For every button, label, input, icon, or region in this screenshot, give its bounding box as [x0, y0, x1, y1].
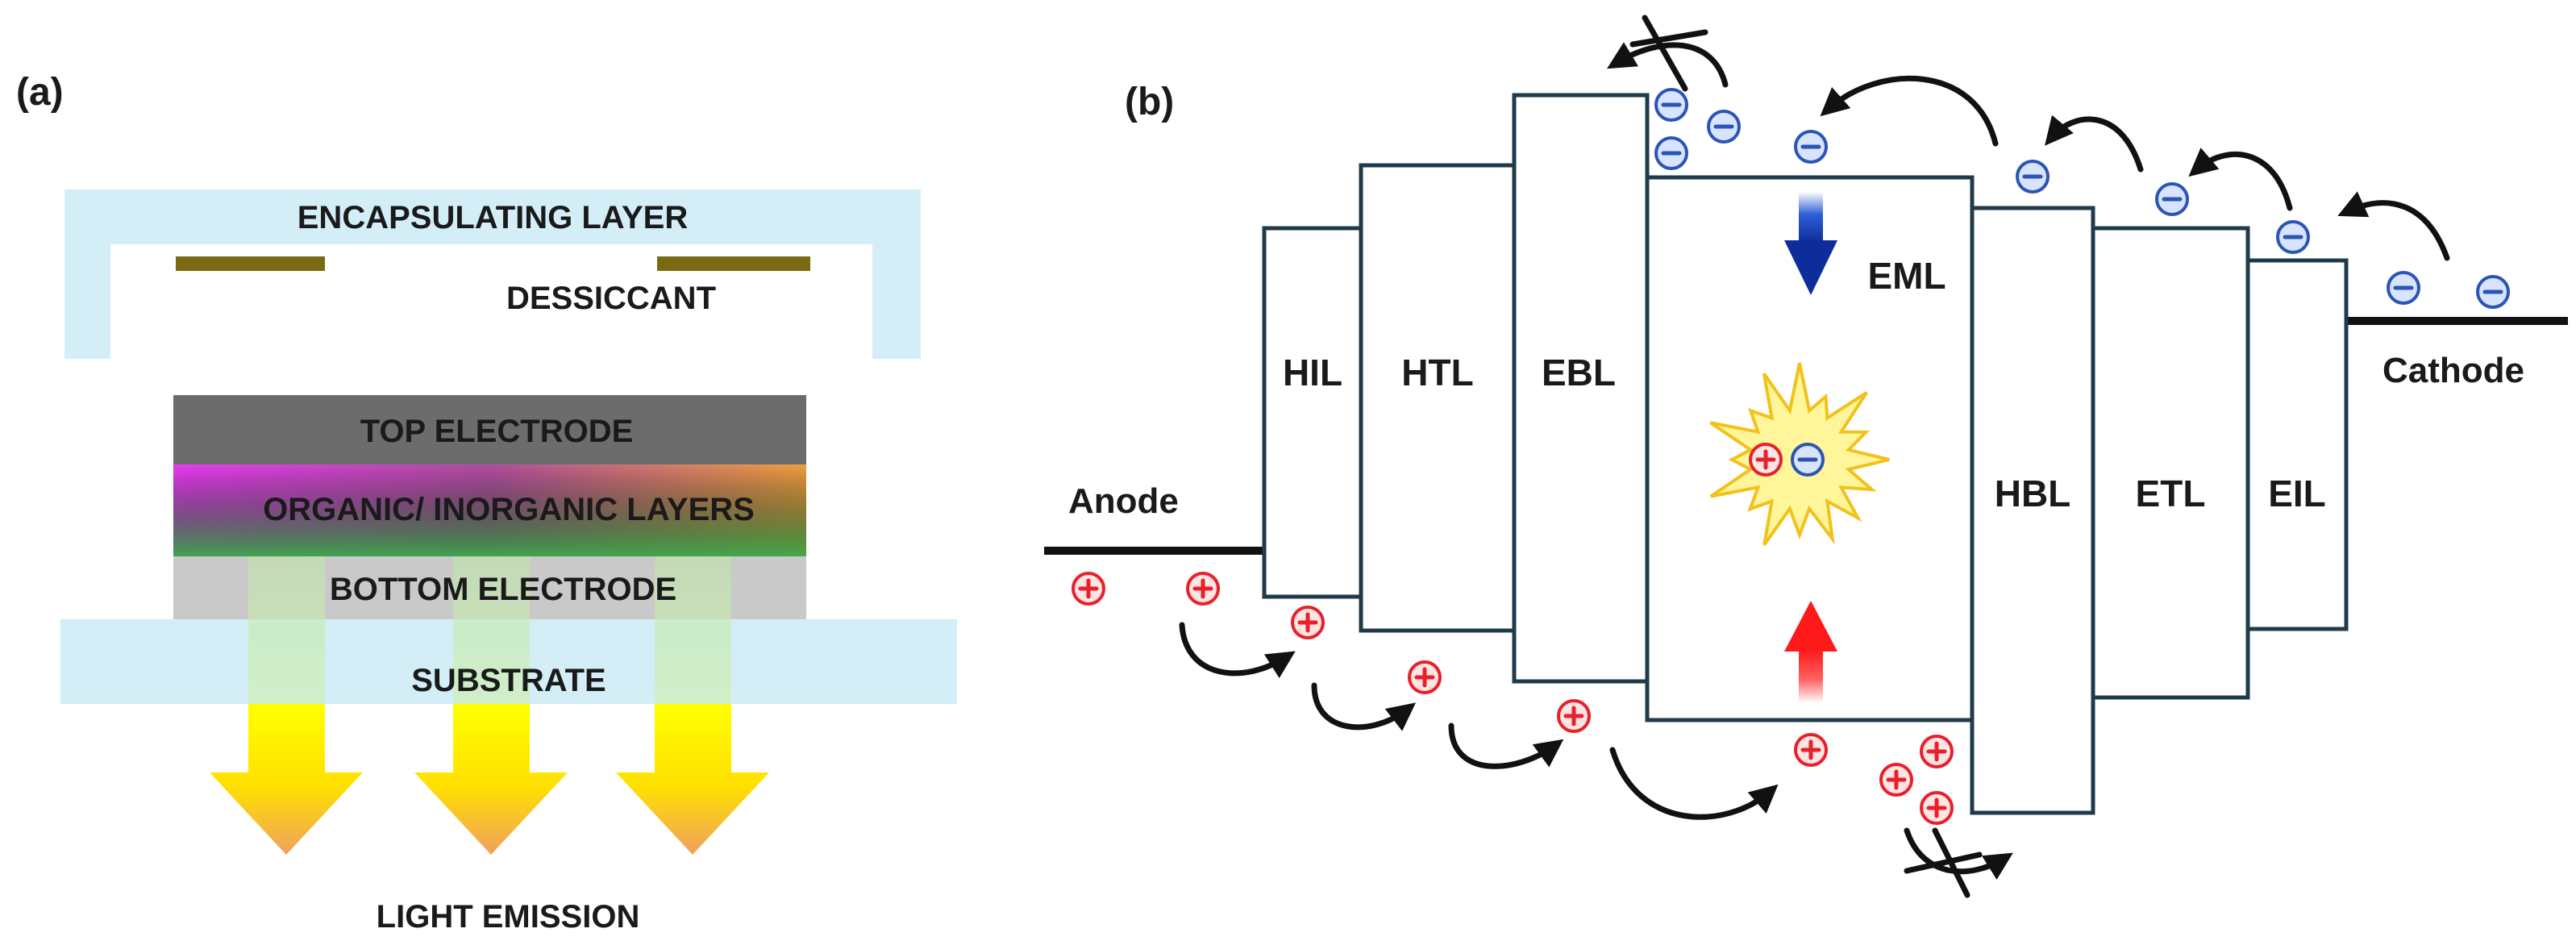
etl-band [2091, 226, 2250, 700]
electron-icon [2157, 184, 2187, 214]
hole-hop-arrows [1179, 622, 1779, 820]
hole-drift-arrow [1784, 601, 1837, 703]
top-electrode-label: TOP ELECTRODE [360, 414, 634, 449]
ebl-label: EBL [1542, 352, 1616, 393]
exciton-electron-icon [1792, 444, 1823, 475]
emission-arrow-3 [616, 704, 769, 855]
emission-arrow-2 [414, 704, 568, 855]
blocked-electron-arrow [1606, 15, 1729, 92]
hole-icon [1796, 735, 1826, 765]
bottom-electrode-label: BOTTOM ELECTRODE [330, 572, 676, 607]
cathode-label: Cathode [2382, 351, 2524, 390]
hole-icon [1292, 607, 1323, 638]
light-emission-label: LIGHT EMISSION [377, 899, 640, 935]
htl-label: HTL [1401, 352, 1473, 393]
electron-icon [1656, 138, 1687, 169]
substrate-label: SUBSTRATE [411, 663, 606, 698]
desiccant-right [657, 256, 810, 271]
hole-icon [1188, 573, 1218, 604]
blocked-hole-arrow [1904, 827, 2013, 898]
organic-layers-label: ORGANIC/ INORGANIC LAYERS [263, 492, 755, 527]
ebl-band [1512, 93, 1650, 684]
top-electrode [173, 395, 806, 464]
anode-label: Anode [1068, 481, 1179, 521]
electron-icon [2278, 222, 2308, 252]
eil-label: EIL [2268, 473, 2326, 514]
hole-icon [1881, 764, 1912, 795]
panel-a-label: (a) [16, 71, 64, 114]
desiccant-left [176, 256, 325, 271]
electron-icon [2388, 273, 2419, 303]
hole-icon [1559, 701, 1589, 731]
eil-band [2245, 258, 2349, 631]
hole-icon [1409, 662, 1440, 693]
hil-label: HIL [1283, 352, 1342, 393]
exciton-burst [1709, 362, 1890, 546]
hbl-band [1970, 206, 2095, 815]
electron-icon [1708, 111, 1739, 142]
etl-label: ETL [2136, 473, 2206, 514]
panel-b-label: (b) [1125, 81, 1174, 123]
encapsulating-layer [65, 189, 921, 359]
encapsulating-layer-label: ENCAPSULATING LAYER [298, 200, 689, 235]
electron-icon [1656, 90, 1687, 120]
electron-icon [1796, 131, 1826, 162]
emission-arrows [210, 704, 769, 855]
htl-band [1359, 163, 1517, 633]
emission-arrow-1 [210, 704, 363, 855]
electron-icon [2478, 277, 2508, 307]
electron-hop-arrows [1820, 75, 2450, 261]
hole-icon [1921, 793, 1952, 823]
hil-band [1262, 226, 1363, 599]
eml-label: EML [1867, 255, 1946, 297]
electron-icon [2017, 161, 2048, 192]
hole-icon [1921, 736, 1952, 767]
panel-a: (a) ENCAPSULATING LAYER DESSICCANT TOP E… [16, 71, 957, 935]
electron-drift-arrow [1784, 192, 1837, 295]
panel-b: (b) Anode Cathode HIL HTL EBL EML HBL ET… [1044, 15, 2568, 898]
exciton-hole-icon [1750, 444, 1781, 475]
hbl-label: HBL [1995, 473, 2071, 514]
hole-icon [1073, 573, 1104, 604]
desiccant-label: DESSICCANT [506, 281, 716, 316]
